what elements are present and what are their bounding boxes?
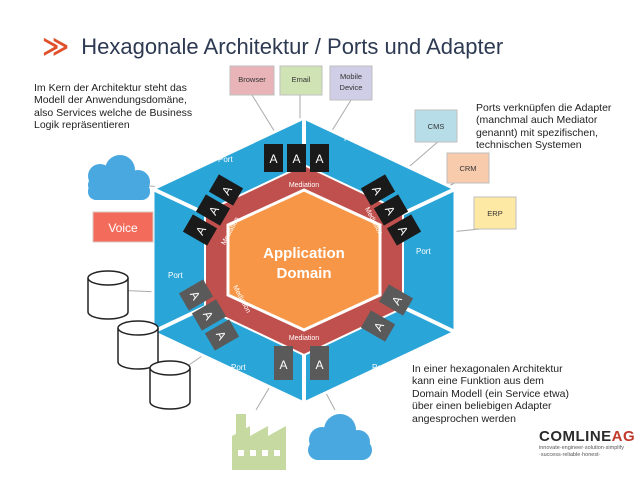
adapter-box xyxy=(178,279,214,311)
adapter-box xyxy=(208,174,244,206)
adapter-label: A xyxy=(269,152,277,166)
adapter-box xyxy=(195,194,231,226)
system-crm: CRM xyxy=(446,152,490,184)
adapter-box xyxy=(360,174,396,206)
system-cms: CMS xyxy=(414,109,458,143)
system-email-label: Email xyxy=(292,75,311,84)
system-cms-label: CMS xyxy=(428,122,445,131)
adapter-group-bottom: A A xyxy=(274,346,329,380)
center-label-line2: Domain xyxy=(276,265,331,282)
adapter-box xyxy=(264,144,283,172)
port-label-top-left: Port xyxy=(218,155,233,164)
adapter-group-lower-left: A A A xyxy=(178,279,240,351)
cloud-icon xyxy=(88,155,150,200)
adapter-box xyxy=(386,214,422,246)
system-mobile-device: Mobile Device xyxy=(329,65,373,101)
port-label-bottom-left: Port xyxy=(231,363,246,372)
database-icon xyxy=(117,320,159,370)
adapter-box xyxy=(360,310,396,342)
system-browser-label: Browser xyxy=(238,75,266,84)
system-browser: Browser xyxy=(229,65,275,96)
adapter-box xyxy=(373,194,409,226)
note-domain-core: Im Kern der Architektur steht das Modell… xyxy=(34,82,193,132)
adapter-group-upper-left: A A A xyxy=(182,174,244,246)
port-label-left: Port xyxy=(168,271,183,280)
page-title: Hexagonale Architektur / Ports und Adapt… xyxy=(81,34,504,59)
adapter-group-top: A A A xyxy=(264,144,329,172)
company-logo: COMLINEAG innovate·engineer·solution·sim… xyxy=(539,428,636,458)
hexagon-application-core xyxy=(226,188,382,332)
mediation-label-bottom: Mediation xyxy=(289,335,319,342)
adapter-label: A xyxy=(279,358,287,372)
adapter-box xyxy=(378,284,414,316)
system-voice-label: Voice xyxy=(108,221,138,235)
system-crm-label: CRM xyxy=(459,164,476,173)
system-voice: Voice xyxy=(92,211,154,243)
adapter-box xyxy=(182,214,218,246)
system-mobile-label-1: Mobile xyxy=(340,72,362,81)
adapter-box xyxy=(191,299,227,331)
system-erp-label: ERP xyxy=(487,209,502,218)
factory-icon xyxy=(232,414,286,470)
adapter-box xyxy=(310,144,329,172)
system-email: Email xyxy=(279,65,323,96)
database-icon xyxy=(87,270,129,320)
company-logo-tagline: innovate·engineer·solution·simplify ·suc… xyxy=(539,445,624,458)
chevron-icon: ≫ xyxy=(42,32,69,62)
database-icon xyxy=(149,360,191,410)
note-ports: Ports verknüpfen die Adapter (manchmal a… xyxy=(476,102,612,152)
cloud-icon xyxy=(308,414,372,460)
adapter-box xyxy=(310,346,329,380)
adapter-label: A xyxy=(292,152,300,166)
note-hexagonal: In einer hexagonalen Architektur kann ei… xyxy=(412,363,569,425)
adapter-box xyxy=(274,346,293,380)
port-label-top-right: Port xyxy=(344,134,359,143)
company-logo-name: COMLINEAG xyxy=(539,428,636,445)
port-label-bottom-right: Port xyxy=(372,363,387,372)
adapter-label: A xyxy=(315,152,323,166)
adapter-group-lower-right: A A xyxy=(360,284,414,342)
system-mobile-label-2: Device xyxy=(340,83,363,92)
center-label-line1: Application xyxy=(263,245,345,262)
adapter-label: A xyxy=(315,358,323,372)
adapter-group-upper-right: A A A xyxy=(360,174,422,246)
system-erp: ERP xyxy=(473,196,517,230)
adapter-box xyxy=(204,319,240,351)
port-label-right: Port xyxy=(416,247,431,256)
title-row: ≫ Hexagonale Architektur / Ports und Ada… xyxy=(42,32,503,62)
mediation-label-top: Mediation xyxy=(289,182,319,189)
adapter-box xyxy=(287,144,306,172)
